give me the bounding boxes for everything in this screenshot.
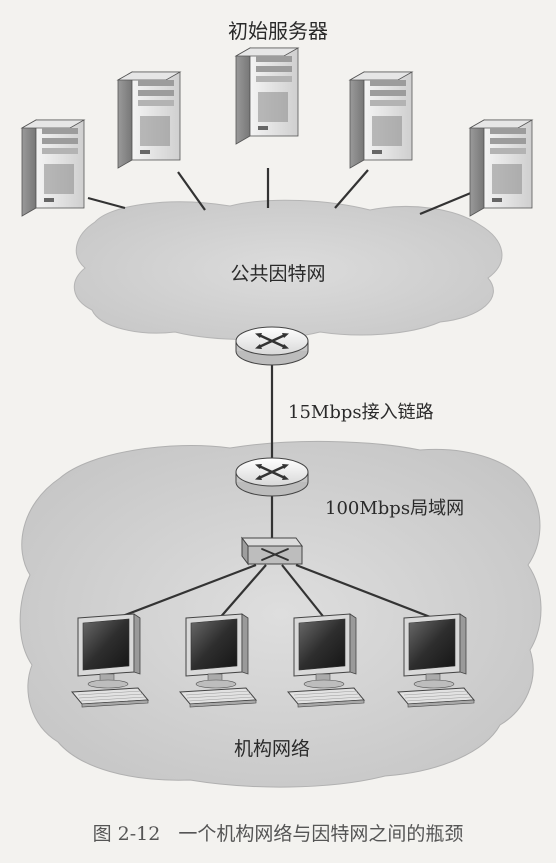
caption-number: 图 2-12 — [93, 823, 161, 845]
lan-links — [111, 563, 439, 622]
server-links — [87, 168, 479, 216]
server-icon[interactable] — [235, 47, 299, 145]
computer-icon[interactable] — [287, 613, 365, 708]
computer-icon[interactable] — [179, 613, 257, 708]
switch-icon[interactable] — [241, 536, 303, 566]
server-icon[interactable] — [117, 71, 181, 169]
caption-text: 一个机构网络与因特网之间的瓶颈 — [178, 823, 463, 845]
computer-icon[interactable] — [397, 613, 475, 708]
computer-icon[interactable] — [71, 613, 149, 708]
server-icon[interactable] — [21, 119, 85, 217]
institutional-network-label: 机构网络 — [234, 738, 310, 760]
public-internet-label: 公共因特网 — [230, 263, 325, 285]
router-icon[interactable] — [234, 325, 310, 367]
server-icon[interactable] — [349, 71, 413, 169]
public-internet-cloud — [73, 199, 503, 340]
access-link-label: 15Mbps接入链路 — [288, 402, 434, 423]
figure-caption: 图 2-12 一个机构网络与因特网之间的瓶颈 — [93, 823, 464, 845]
origin-servers-label: 初始服务器 — [228, 19, 328, 43]
server-icon[interactable] — [469, 119, 533, 217]
router-icon[interactable] — [234, 456, 310, 498]
lan-label: 100Mbps局域网 — [325, 498, 464, 519]
